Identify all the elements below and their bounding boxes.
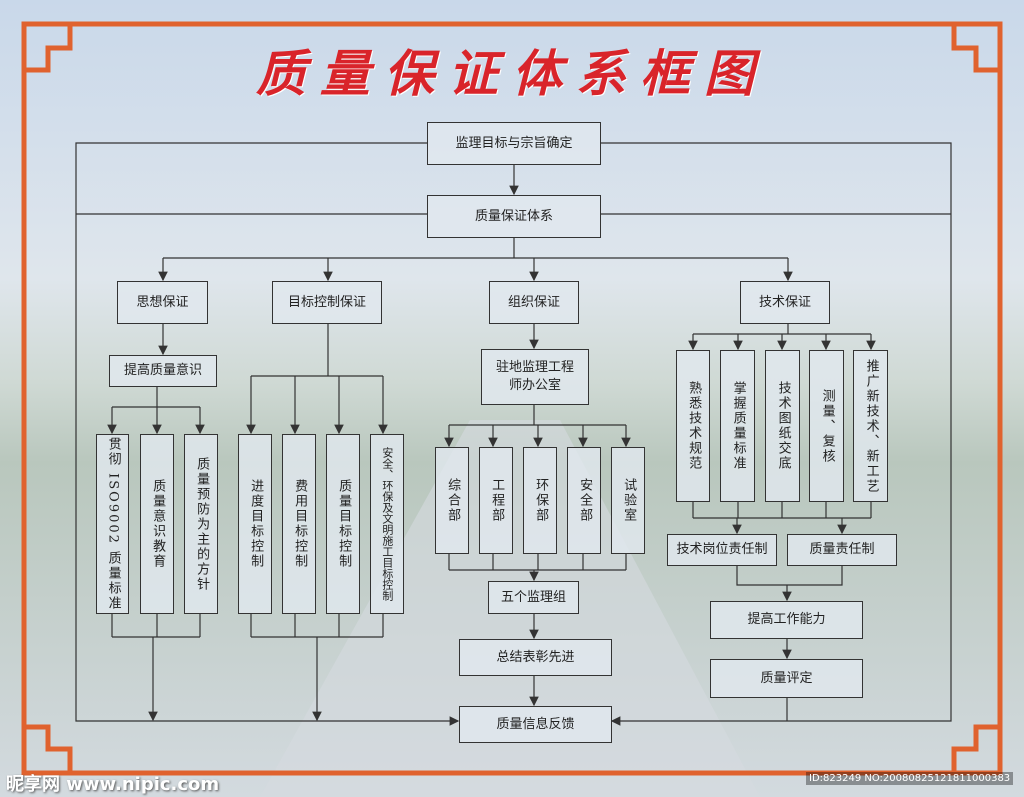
- node-feedback: 质量信息反馈: [459, 706, 612, 743]
- node-cost-ctrl: 费用目标控制: [282, 434, 316, 614]
- node-new-tech: 推广新技术、新工艺: [853, 350, 888, 502]
- node-engineering-dept: 工程部: [479, 447, 513, 554]
- ornamental-frame: [21, 21, 1003, 776]
- node-target-ctrl: 目标控制保证: [272, 281, 382, 324]
- node-work-ability: 提高工作能力: [710, 601, 863, 639]
- watermark-site: 昵享网 www.nipic.com: [6, 774, 220, 795]
- node-ideology: 思想保证: [117, 281, 208, 324]
- node-quality-edu: 质量意识教育: [140, 434, 174, 614]
- node-technology: 技术保证: [740, 281, 830, 324]
- node-quality-std: 掌握质量标准: [720, 350, 755, 502]
- node-survey: 测量、复核: [809, 350, 844, 502]
- node-env-dept: 环保部: [523, 447, 557, 554]
- node-general-dept: 综合部: [435, 447, 469, 554]
- node-drawing: 技术图纸交底: [765, 350, 800, 502]
- node-raise-awareness: 提高质量意识: [109, 355, 217, 387]
- node-quality-duty: 质量责任制: [787, 534, 897, 566]
- node-system: 质量保证体系: [427, 195, 601, 238]
- node-progress-ctrl: 进度目标控制: [238, 434, 272, 614]
- node-lab: 试验室: [611, 447, 645, 554]
- node-safety-ctrl: 安全、环保及文明施工目标控制: [370, 434, 404, 614]
- node-iso9002: 贯彻 ISO9002 质量标准: [96, 434, 129, 614]
- node-tech-duty: 技术岗位责任制: [667, 534, 777, 566]
- page-title: 质量保证体系框图: [256, 45, 768, 103]
- node-five-groups: 五个监理组: [488, 581, 579, 614]
- node-prevention: 质量预防为主的方针: [184, 434, 218, 614]
- node-site-office: 驻地监理工程师办公室: [481, 349, 589, 405]
- watermark-id: ID:823249 NO:20080825121811000383: [806, 772, 1014, 785]
- node-goal: 监理目标与宗旨确定: [427, 122, 601, 165]
- node-tech-spec: 熟悉技术规范: [676, 350, 710, 502]
- node-organization: 组织保证: [489, 281, 579, 324]
- node-quality-ctrl: 质量目标控制: [326, 434, 360, 614]
- node-quality-eval: 质量评定: [710, 659, 863, 698]
- node-summary: 总结表彰先进: [459, 639, 612, 676]
- node-safety-dept: 安全部: [567, 447, 601, 554]
